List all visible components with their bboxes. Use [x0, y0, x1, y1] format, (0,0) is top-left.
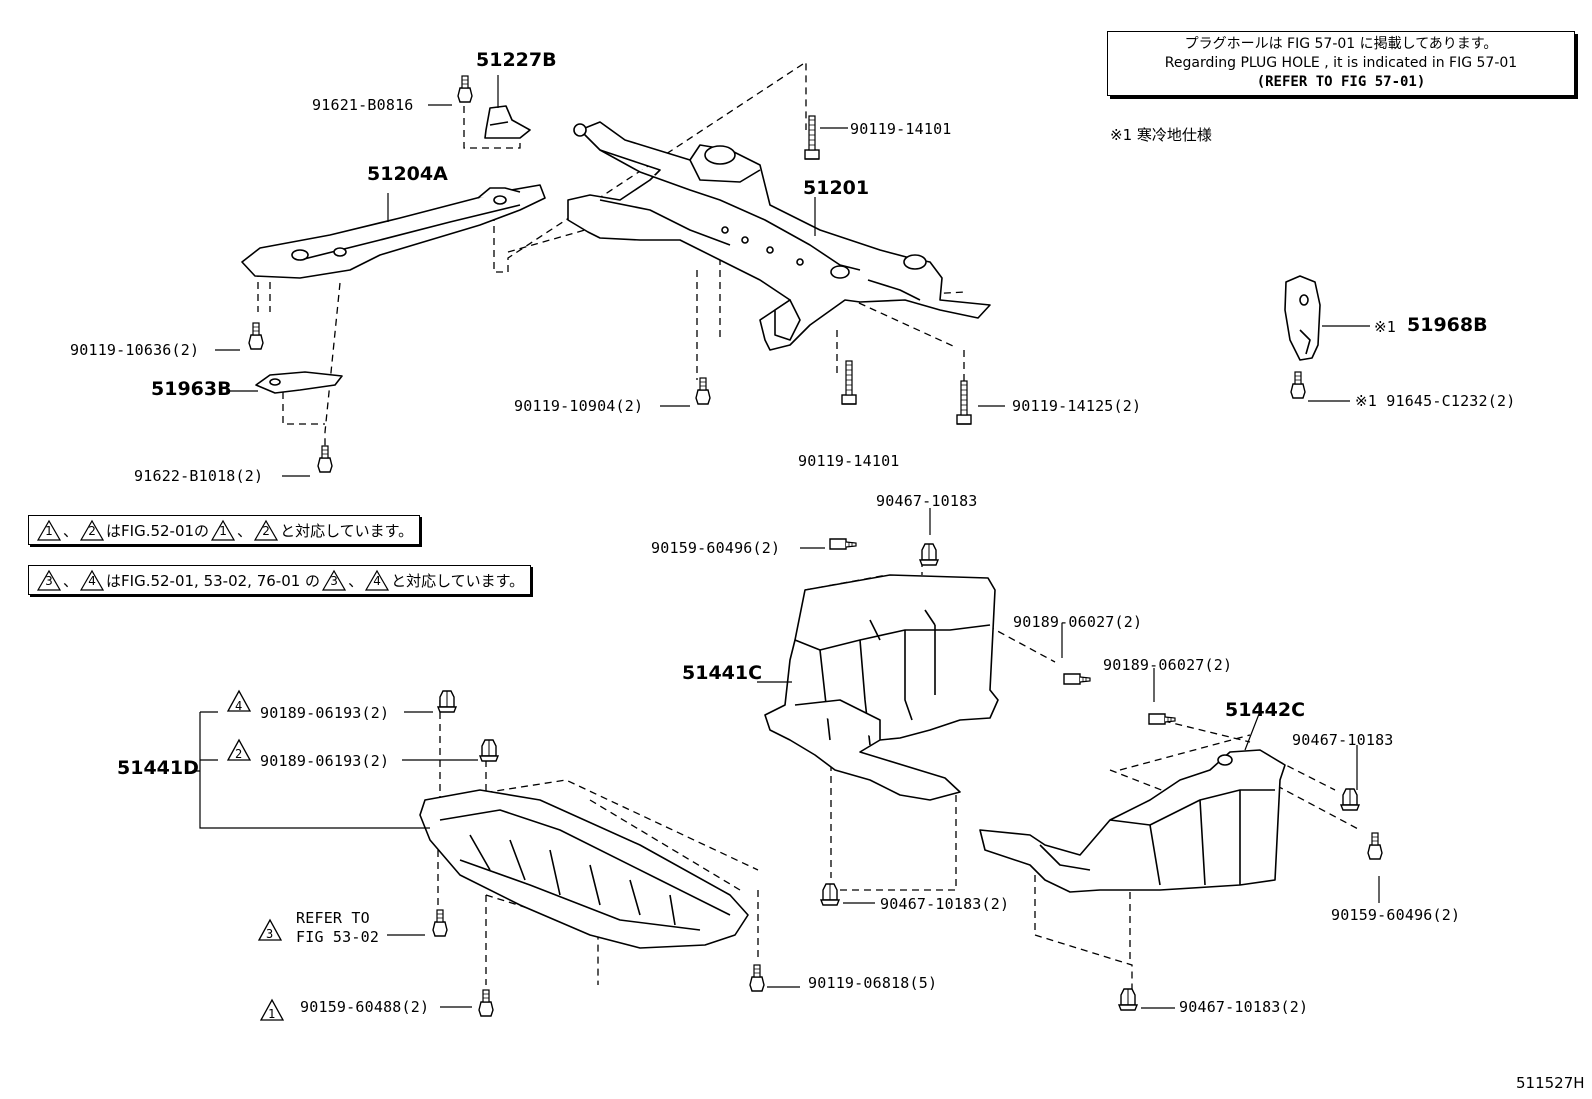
part-90159-60496-top-label[interactable]: 90159-60496(2) [651, 539, 781, 557]
part-90467-10183-right-label[interactable]: 90467-10183 [1292, 731, 1394, 749]
part-90119-06818-label[interactable]: 90119-06818(5) [808, 974, 938, 992]
part-51227b-label[interactable]: 51227B [476, 49, 557, 71]
part-90467-10183-top-label[interactable]: 90467-10183 [876, 492, 978, 510]
part-90119-10636-label[interactable]: 90119-10636(2) [70, 341, 200, 359]
mark-triangle-icon: 3 [322, 569, 347, 591]
part-90159-60488-label[interactable]: 90159-60488(2) [300, 998, 430, 1016]
mark-triangle-icon: 4 [80, 569, 105, 591]
mark-triangle-icon: 1 [211, 519, 236, 541]
mark-triangle-icon: 4 [365, 569, 390, 591]
part-91645-c1232-label[interactable]: ※1 91645-C1232(2) [1355, 392, 1516, 410]
mark-triangle-icon: 1 [37, 519, 61, 541]
part-90189-06027-b-label[interactable]: 90189-06027(2) [1103, 656, 1233, 674]
cold-climate-spec-note: ※1 寒冷地仕様 [1110, 126, 1212, 144]
figure-code: 511527H [1516, 1074, 1585, 1092]
part-90119-14101-bottom-label[interactable]: 90119-14101 [798, 452, 900, 470]
part-90467-10183-bottom-label[interactable]: 90467-10183(2) [1179, 998, 1309, 1016]
note-line-2: Regarding PLUG HOLE , it is indicated in… [1164, 55, 1518, 71]
mark-triangle-icon: 2 [80, 519, 105, 541]
refer-to-line-1: REFER TO [296, 909, 370, 927]
mark-triangle-icon: 2 [254, 519, 279, 541]
mark-1-number: 1 [268, 1007, 276, 1021]
part-51441c-label[interactable]: 51441C [682, 662, 763, 684]
mark-2-number: 2 [235, 747, 243, 761]
part-51968b-mark: ※1 [1374, 318, 1396, 336]
note-line-3: (REFER TO FIG 57-01) [1256, 74, 1426, 90]
part-90189-06193-b-label[interactable]: 90189-06193(2) [260, 752, 390, 770]
part-51442c-label[interactable]: 51442C [1225, 699, 1306, 721]
part-51968b-label[interactable]: 51968B [1407, 314, 1488, 336]
part-90189-06193-a-label[interactable]: 90189-06193(2) [260, 704, 390, 722]
mark-3-number: 3 [266, 927, 274, 941]
part-90189-06027-a-label[interactable]: 90189-06027(2) [1013, 613, 1143, 631]
mark-4-number: 4 [235, 699, 243, 713]
part-51441d-label[interactable]: 51441D [117, 757, 199, 779]
part-91622-b1018-label[interactable]: 91622-B1018(2) [134, 467, 264, 485]
part-51201-label[interactable]: 51201 [803, 177, 870, 199]
part-90119-14101-top-label[interactable]: 90119-14101 [850, 120, 952, 138]
part-51204a-label[interactable]: 51204A [367, 163, 448, 185]
mark-triangle-icon: 3 [37, 569, 61, 591]
plug-hole-note: プラグホールは FIG 57-01 に掲載してあります。 Regarding P… [1107, 31, 1575, 96]
correspondence-box-1: 1 、 2 はFIG.52-01の 1 、 2 と対応しています。 [28, 515, 421, 545]
note-line-1: プラグホールは FIG 57-01 に掲載してあります。 [1184, 36, 1498, 52]
part-90119-14125-label[interactable]: 90119-14125(2) [1012, 397, 1142, 415]
part-51963b-label[interactable]: 51963B [151, 378, 232, 400]
part-90159-60496-right-label[interactable]: 90159-60496(2) [1331, 906, 1461, 924]
part-90467-10183-mid-label[interactable]: 90467-10183(2) [880, 895, 1010, 913]
part-90119-10904-label[interactable]: 90119-10904(2) [514, 397, 644, 415]
refer-to-line-2[interactable]: FIG 53-02 [296, 928, 380, 946]
part-91621-b0816-label[interactable]: 91621-B0816 [312, 96, 414, 114]
correspondence-box-2: 3 、 4 はFIG.52-01, 53-02, 76-01 の 3 、 4 と… [28, 565, 532, 595]
